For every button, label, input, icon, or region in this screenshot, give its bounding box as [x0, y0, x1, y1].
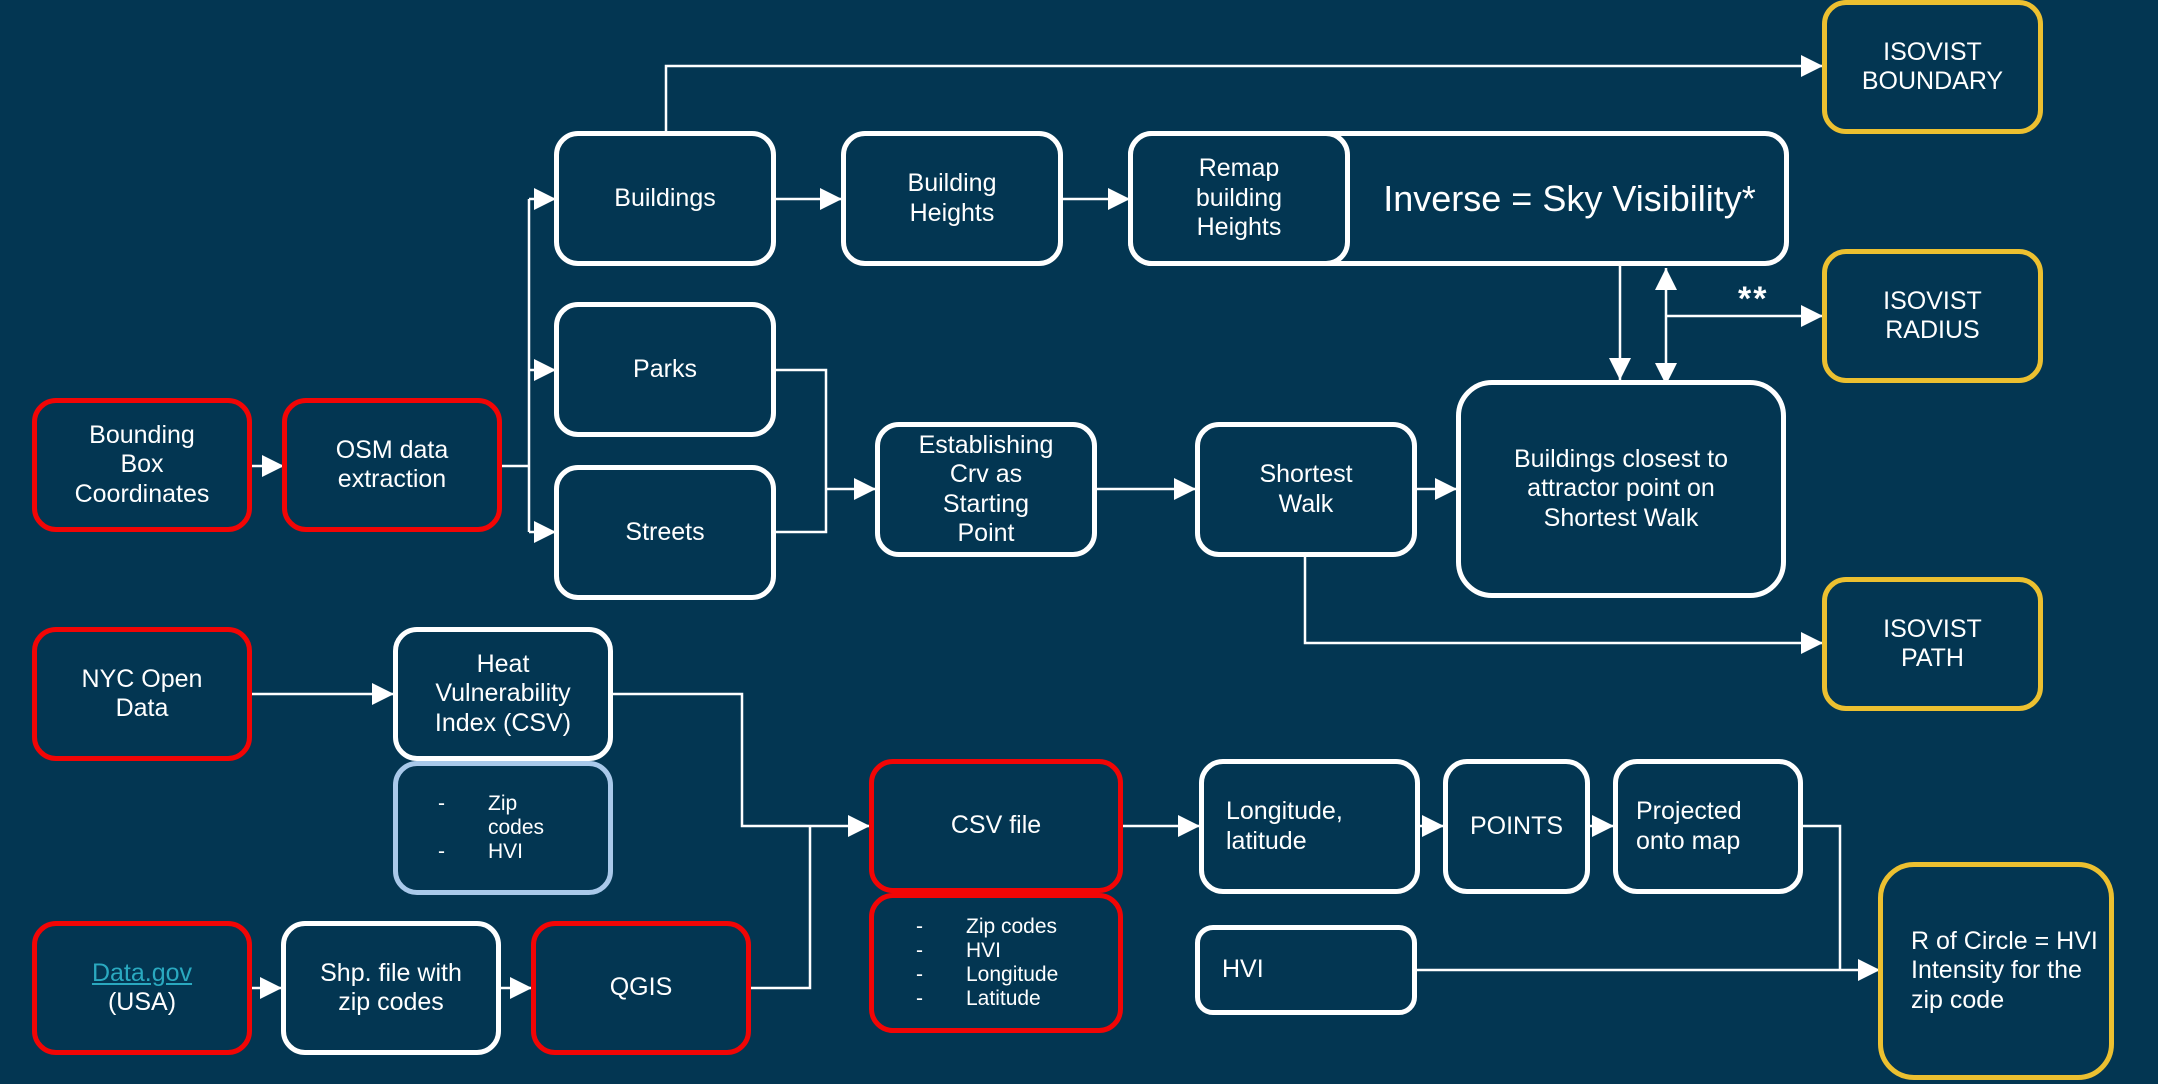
attribute-item: -HVI [438, 840, 524, 864]
attribute-item: -Longitude [916, 963, 1059, 986]
edge-projected-to-circle [1801, 824, 1842, 970]
attribute-item: -Zip codes [916, 914, 1058, 938]
node-label: Longitude, latitude [1226, 797, 1343, 855]
node-qgis[interactable]: QGIS [531, 921, 751, 1055]
node-r-of-circle[interactable]: R of Circle = HVI Intensity for the zip … [1878, 862, 2114, 1080]
node-label: NYC Open Data [81, 664, 203, 723]
node-remap-building-heights[interactable]: Remap building Heights [1128, 131, 1350, 266]
node-label: QGIS [609, 973, 673, 1002]
node-hvi-attributes: -Zip codes -HVI [393, 761, 613, 895]
inverse-sky-visibility-label: Inverse = Sky Visibility* [1383, 177, 1756, 219]
node-label: CSV file [950, 811, 1042, 840]
node-osm-data-extraction[interactable]: OSM data extraction [282, 398, 502, 532]
node-label: HVI [1222, 955, 1264, 984]
node-label: ISOVIST RADIUS [1883, 286, 1982, 345]
node-label: Establishing Crv as Starting Point [918, 430, 1054, 548]
node-label: Shortest Walk [1259, 460, 1353, 518]
node-label: Heat Vulnerability Index (CSV) [434, 649, 572, 737]
node-label: ISOVIST BOUNDARY [1861, 37, 2004, 96]
node-hvi[interactable]: HVI [1195, 925, 1417, 1015]
node-building-heights[interactable]: Building Heights [841, 131, 1063, 266]
edge-parks-to-crv [775, 368, 828, 489]
node-csv-attributes: -Zip codes -HVI -Longitude -Latitude [869, 893, 1123, 1033]
csv-attribute-list: -Zip codes -HVI -Longitude -Latitude [916, 915, 1076, 1012]
node-projected-onto-map[interactable]: Projected onto map [1613, 759, 1803, 894]
node-label: Streets [625, 517, 705, 546]
node-isovist-path[interactable]: ISOVIST PATH [1822, 577, 2043, 711]
node-label: Remap building Heights [1195, 154, 1283, 242]
edge-hvi-csv-to-csv-file [612, 692, 870, 837]
node-label: R of Circle = HVI Intensity for the zip … [1911, 926, 2098, 1014]
node-label: Shp. file with zip codes [320, 958, 462, 1017]
node-shortest-walk[interactable]: Shortest Walk [1195, 422, 1417, 557]
node-buildings-closest[interactable]: Buildings closest to attractor point on … [1456, 380, 1786, 598]
edge-qgis-to-csv-file [750, 826, 812, 990]
data-gov-link[interactable]: Data.gov [91, 958, 193, 987]
node-points[interactable]: POINTS [1443, 759, 1590, 894]
node-label: Buildings [614, 183, 716, 212]
node-label: Buildings closest to attractor point on … [1513, 444, 1728, 532]
node-label: Bounding Box Coordinates [74, 420, 210, 508]
node-csv-file[interactable]: CSV file [869, 759, 1123, 893]
attribute-item: -Zip codes [438, 791, 545, 839]
node-shp-file[interactable]: Shp. file with zip codes [281, 921, 501, 1055]
annotation-double-star: ** [1738, 280, 1769, 318]
node-label: Building Heights [907, 169, 997, 227]
node-nyc-open-data[interactable]: NYC Open Data [32, 627, 252, 761]
edge-buildings-to-isovist-boundary [664, 55, 1823, 131]
node-data-gov[interactable]: Data.gov (USA) [32, 921, 252, 1055]
attribute-item: -Latitude [916, 987, 1041, 1011]
node-establishing-crv[interactable]: Establishing Crv as Starting Point [875, 422, 1097, 557]
node-streets[interactable]: Streets [554, 465, 776, 600]
node-label: POINTS [1469, 811, 1564, 840]
node-isovist-radius[interactable]: ISOVIST RADIUS [1822, 249, 2043, 383]
hvi-attribute-list: -Zip codes -HVI [438, 792, 568, 864]
edge-streets-to-crv [775, 489, 828, 534]
node-bounding-box-coordinates[interactable]: Bounding Box Coordinates [32, 398, 252, 532]
attribute-item: -HVI [916, 938, 1002, 962]
node-label: (USA) [107, 988, 177, 1016]
node-buildings[interactable]: Buildings [554, 131, 776, 266]
node-parks[interactable]: Parks [554, 302, 776, 437]
node-isovist-boundary[interactable]: ISOVIST BOUNDARY [1822, 0, 2043, 134]
node-label: ISOVIST PATH [1883, 614, 1982, 673]
node-longitude-latitude[interactable]: Longitude, latitude [1199, 759, 1420, 894]
node-label: Projected onto map [1636, 797, 1742, 855]
node-heat-vulnerability-index[interactable]: Heat Vulnerability Index (CSV) [393, 627, 613, 761]
node-label: OSM data extraction [335, 435, 449, 494]
node-label: Parks [633, 354, 697, 383]
